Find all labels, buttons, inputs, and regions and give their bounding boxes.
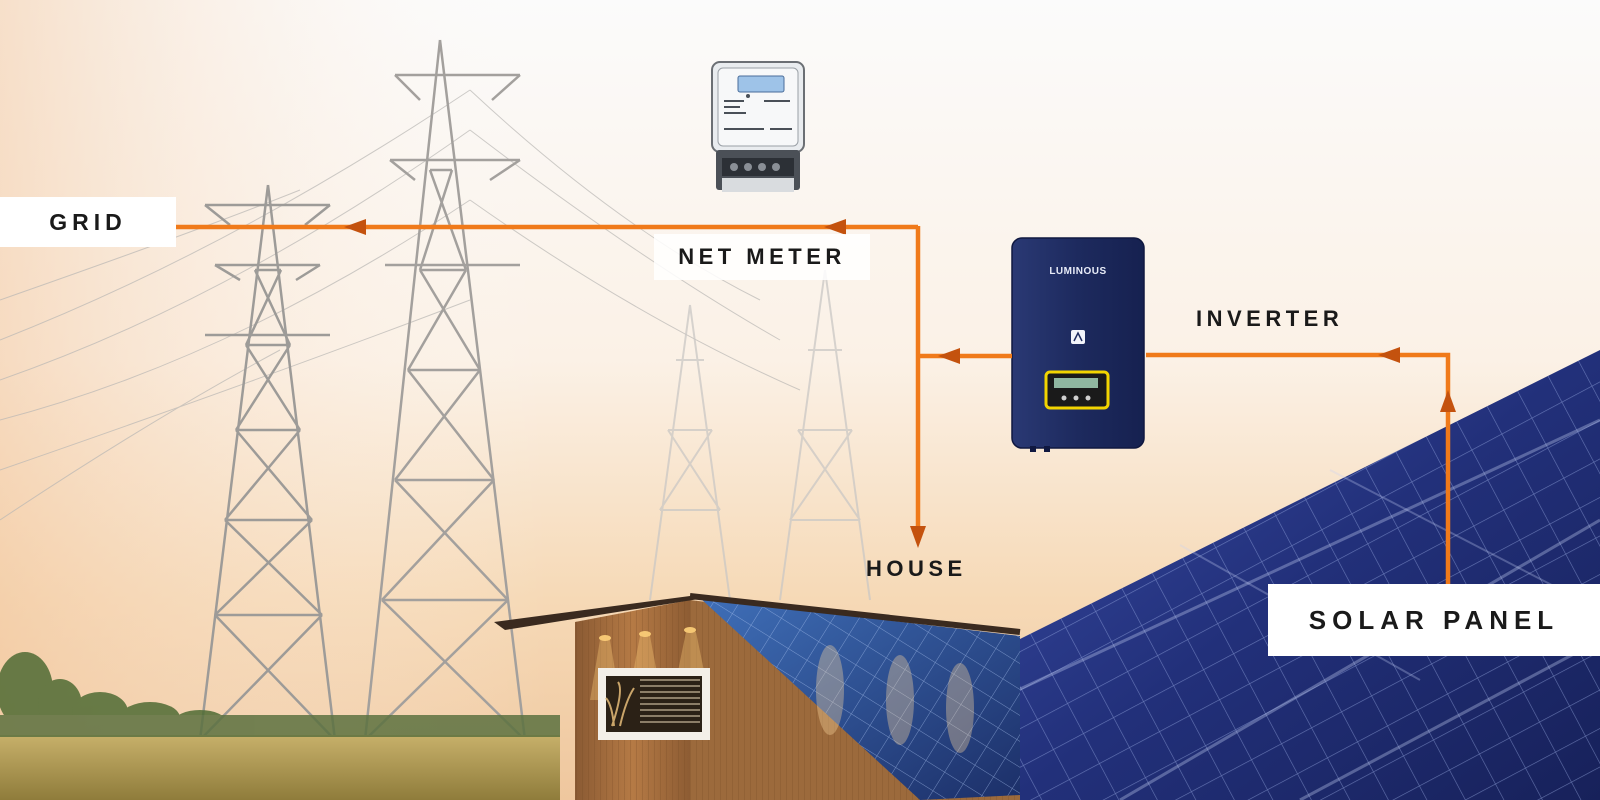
inverter-device	[1011, 237, 1145, 452]
flow-arrow-icon	[938, 348, 960, 364]
transmission-tower-left	[198, 184, 337, 741]
net-meter-device	[711, 61, 805, 192]
flow-arrow-icon	[344, 219, 366, 235]
grid-label: GRID	[49, 208, 127, 235]
flow-solar-to-inverter	[1146, 352, 1451, 585]
tree-line	[0, 652, 560, 737]
flow-arrow-icon	[910, 526, 926, 548]
wheat-field	[0, 735, 560, 800]
flow-arrow-icon	[824, 219, 846, 235]
net-meter-label-box: NET METER	[654, 234, 870, 280]
energy-flow-lines	[176, 224, 1451, 585]
inverter-label: INVERTER	[1196, 306, 1344, 331]
solar-panel-array	[1017, 350, 1600, 800]
house-label: HOUSE	[866, 556, 967, 581]
flow-arrow-icon	[1378, 347, 1400, 363]
grid-label-box: GRID	[0, 197, 176, 247]
flow-arrow-icon	[1440, 390, 1456, 412]
inverter-brand-label: LUMINOUS	[1049, 266, 1107, 277]
solar-panel-label-box: SOLAR PANEL	[1268, 584, 1600, 656]
net-meter-label: NET METER	[678, 244, 846, 269]
flow-arrows	[344, 219, 1456, 548]
transmission-tower-far	[649, 269, 871, 601]
solar-house	[494, 593, 1021, 800]
solar-panel-label: SOLAR PANEL	[1308, 604, 1560, 635]
